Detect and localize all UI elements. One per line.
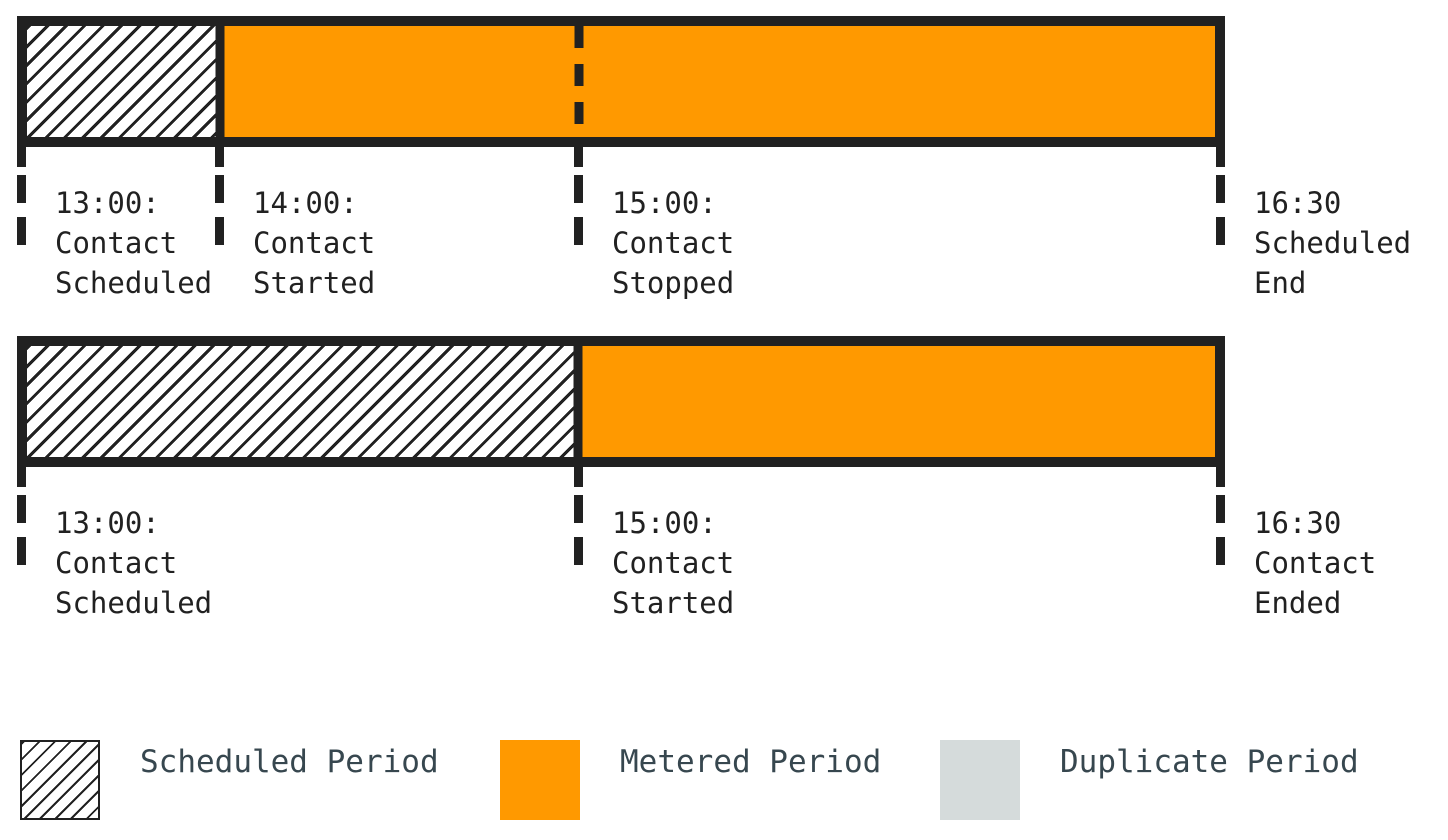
dashed-tick-icon xyxy=(574,495,583,565)
tick-icon xyxy=(574,147,583,167)
scheduled-period-segment xyxy=(27,26,220,137)
dashed-tick-icon xyxy=(1216,175,1225,245)
marker-label: 15:00: Contact Stopped xyxy=(612,183,734,303)
tick-icon xyxy=(574,467,583,487)
metered-period-segment xyxy=(220,26,1215,137)
scheduled-period-swatch xyxy=(20,740,100,820)
metered-period-swatch xyxy=(500,740,580,820)
marker-label: 16:30 Contact Ended xyxy=(1254,503,1376,623)
marker-13-00-upper: 13:00: Contact Scheduled xyxy=(17,147,212,300)
marker-label-line: Scheduled xyxy=(55,586,213,620)
marker-label: 13:00: Contact Scheduled xyxy=(55,183,212,303)
marker-label-line: 14:00: xyxy=(253,186,358,220)
scheduled-period-segment xyxy=(27,346,578,457)
contact-started-divider xyxy=(215,26,225,137)
dashed-tick-icon xyxy=(1216,495,1225,565)
marker-15-00-upper: 15:00: Contact Stopped xyxy=(574,147,734,300)
tick-icon xyxy=(17,147,26,167)
timeline-upper-bar xyxy=(17,16,1225,147)
timeline-lower-bar xyxy=(17,336,1225,467)
marker-label-line: Contact xyxy=(612,226,735,260)
dashed-tick-icon xyxy=(17,175,26,245)
marker-label-line: 13:00: xyxy=(55,186,160,220)
marker-14-00-upper: 14:00: Contact Started xyxy=(215,147,375,300)
legend-label-duplicate: Duplicate Period xyxy=(1060,744,1359,780)
legend-label-metered: Metered Period xyxy=(620,744,882,780)
dashed-tick-icon xyxy=(215,175,224,245)
dashed-tick-icon xyxy=(17,495,26,565)
marker-label-line: Contact xyxy=(612,546,735,580)
marker-label-line: End xyxy=(1254,266,1307,300)
tick-icon xyxy=(1216,147,1225,167)
marker-label-line: Contact xyxy=(253,226,376,260)
marker-label-line: 13:00: xyxy=(55,506,160,540)
marker-label-line: Contact xyxy=(55,226,178,260)
marker-label: 16:30 Scheduled End xyxy=(1254,183,1411,303)
marker-16-30-lower: 16:30 Contact Ended xyxy=(1216,467,1376,620)
marker-16-30-upper: 16:30 Scheduled End xyxy=(1216,147,1411,300)
duplicate-period-swatch xyxy=(940,740,1020,820)
tick-icon xyxy=(215,147,224,167)
marker-label-line: 15:00: xyxy=(612,186,717,220)
marker-label-line: Contact xyxy=(1254,546,1377,580)
tick-icon xyxy=(17,467,26,487)
marker-label-line: Scheduled xyxy=(1254,226,1412,260)
marker-label-line: 15:00: xyxy=(612,506,717,540)
marker-label-line: Scheduled xyxy=(55,266,213,300)
dashed-tick-icon xyxy=(574,175,583,245)
contact-started-divider xyxy=(573,346,583,457)
marker-label: 13:00: Contact Scheduled xyxy=(55,503,212,623)
marker-label-line: Stopped xyxy=(612,266,735,300)
marker-15-00-lower: 15:00: Contact Started xyxy=(574,467,734,620)
marker-label-line: 16:30 xyxy=(1254,186,1342,220)
metered-period-segment xyxy=(578,346,1215,457)
marker-label-line: Started xyxy=(253,266,376,300)
tick-icon xyxy=(1216,467,1225,487)
marker-label: 15:00: Contact Started xyxy=(612,503,734,623)
marker-label-line: Contact xyxy=(55,546,178,580)
marker-13-00-lower: 13:00: Contact Scheduled xyxy=(17,467,212,620)
marker-label-line: Started xyxy=(612,586,735,620)
marker-label-line: Ended xyxy=(1254,586,1342,620)
legend-label-scheduled: Scheduled Period xyxy=(140,744,439,780)
contact-stopped-dashed-divider xyxy=(574,26,584,137)
marker-label-line: 16:30 xyxy=(1254,506,1342,540)
marker-label: 14:00: Contact Started xyxy=(253,183,375,303)
